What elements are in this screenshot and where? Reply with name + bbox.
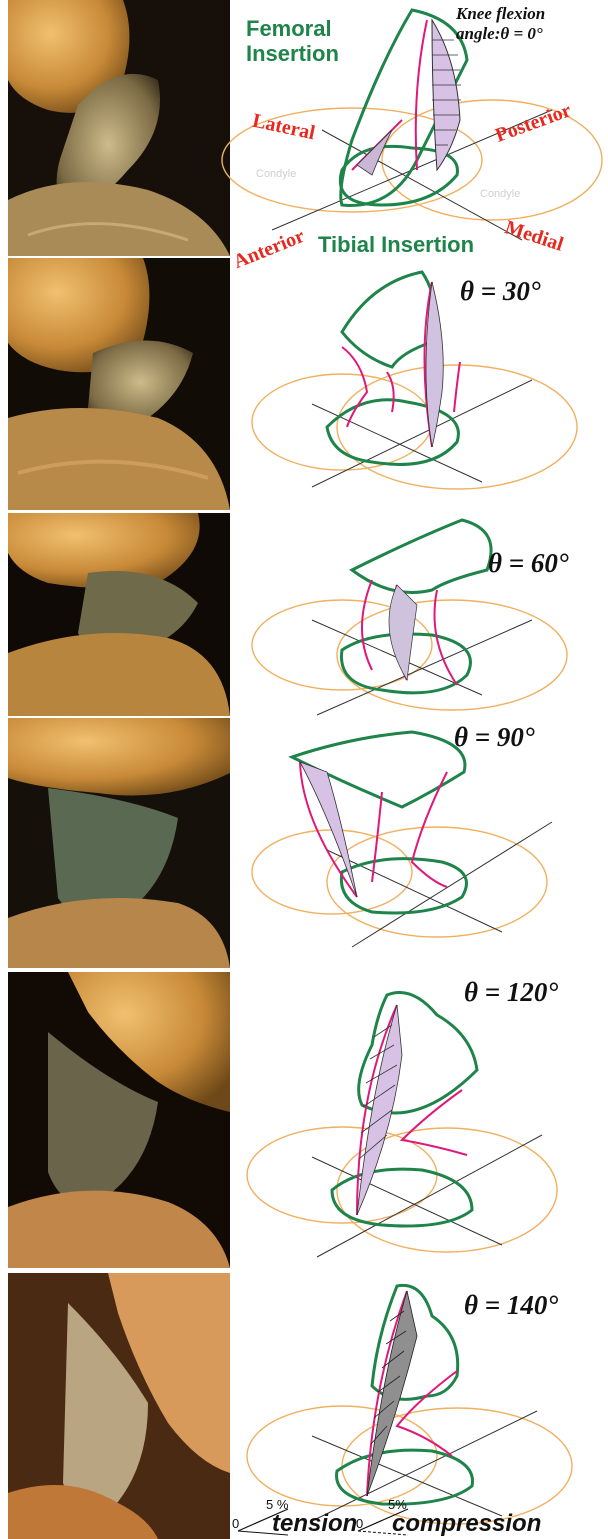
axis-line (317, 1135, 542, 1257)
femoral-insertion-label: Femoral Insertion (246, 16, 339, 66)
photo-0deg (8, 0, 230, 256)
strain-distribution (389, 585, 417, 680)
legend-compression-label: compression (392, 1510, 541, 1538)
condyle-outline-lateral (252, 830, 412, 914)
diagram-panel-30deg: θ = 30° (232, 262, 604, 510)
photo-120deg (8, 972, 230, 1268)
angle-label-120: θ = 120° (464, 977, 558, 1008)
diagram-panel-90deg: θ = 90° (232, 722, 604, 972)
photo-30deg (8, 258, 230, 510)
fiber-line (362, 580, 372, 670)
condyle-label-lateral: Condyle (256, 168, 296, 180)
fiber-line (387, 372, 394, 412)
angle-label-90: θ = 90° (454, 722, 535, 753)
legend-zero-tension: 0 (232, 1516, 239, 1531)
strain-distribution (357, 1005, 402, 1215)
diagram-panel-120deg: θ = 120° (232, 975, 604, 1275)
fiber-line (342, 347, 367, 427)
strain-distribution (367, 1291, 417, 1496)
photo-90deg (8, 718, 230, 968)
condyle-outline-lateral (252, 374, 432, 470)
fiber-line (412, 772, 447, 887)
angle-label-140: θ = 140° (464, 1290, 558, 1321)
fiber-line (402, 1090, 467, 1155)
photo-60deg (8, 513, 230, 716)
diagram-panel-60deg: θ = 60° (232, 510, 604, 720)
condyle-label-medial: Condyle (480, 188, 520, 200)
angle-label-60: θ = 60° (488, 548, 569, 579)
femoral-insertion-outline (352, 520, 491, 593)
legend-zero-compression: 0 (356, 1516, 363, 1531)
axis-line (322, 130, 522, 240)
femoral-insertion-outline (342, 272, 435, 367)
axis-line (312, 380, 532, 487)
axis-line (352, 822, 552, 947)
diagram-panel-140deg: θ = 140° 0 5 % tension 0 5% compression (232, 1276, 604, 1539)
tibial-insertion-label: Tibial Insertion (318, 232, 474, 258)
photo-140deg (8, 1273, 230, 1539)
flexion-title: Knee flexion angle:θ = 0° (456, 4, 545, 44)
fiber-line (454, 362, 460, 412)
angle-label-30: θ = 30° (460, 276, 541, 307)
legend-tension-label: tension (272, 1510, 357, 1538)
diagram-panel-0deg: Knee flexion angle:θ = 0° Femoral Insert… (232, 0, 604, 260)
tibial-insertion-outline (332, 1169, 472, 1226)
